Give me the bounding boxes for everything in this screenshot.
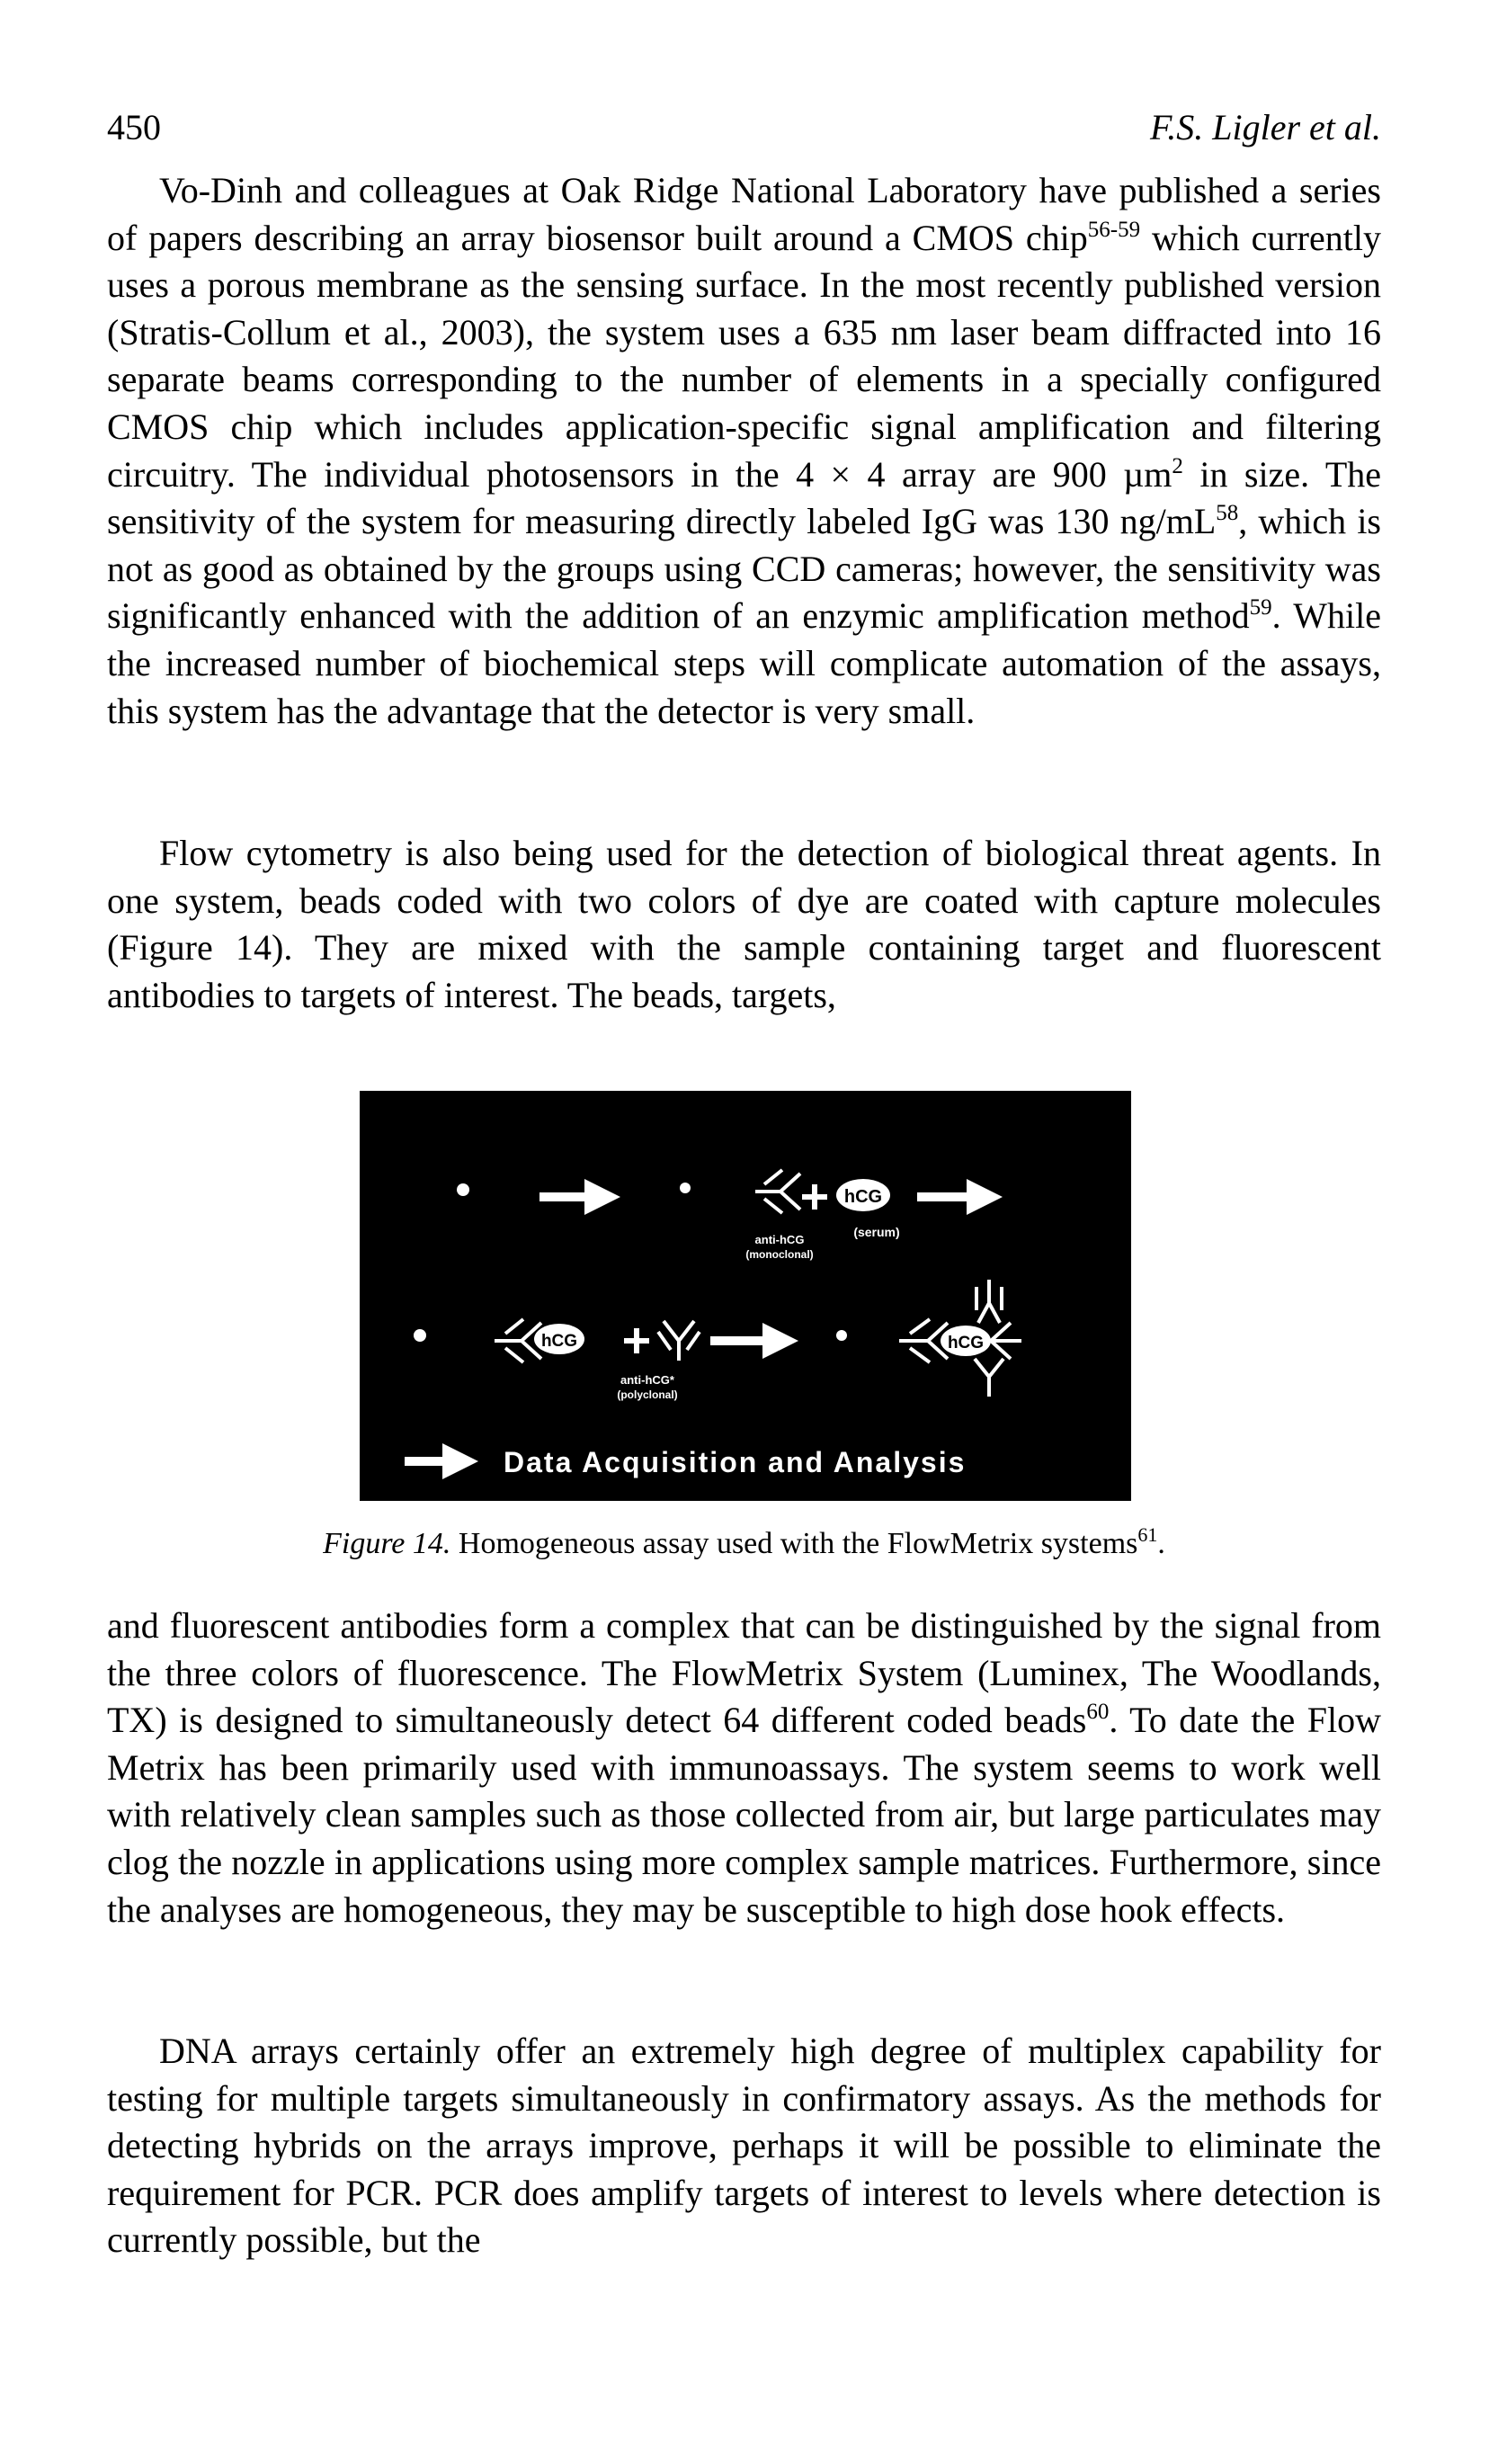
- hcg-label: hCG: [541, 1332, 577, 1351]
- hcg-antigen-icon: hCG: [836, 1179, 890, 1211]
- hcg-antigen-icon: hCG: [941, 1326, 991, 1356]
- citation-ref: 58: [1216, 501, 1239, 526]
- hcg-antigen-icon: hCG: [534, 1324, 584, 1354]
- citation-ref: 61: [1137, 1523, 1158, 1546]
- paragraph-text: and fluorescent antibodies form a comple…: [107, 1605, 1381, 1741]
- paragraph-text: in size. The sensitivity of the system f…: [107, 453, 1382, 542]
- citation-ref: 60: [1086, 1700, 1110, 1725]
- label-polyclonal: (polyclonal): [617, 1388, 677, 1401]
- label-monoclonal: (monoclonal): [745, 1248, 813, 1261]
- plus-icon: [624, 1328, 649, 1353]
- label-serum: (serum): [853, 1225, 899, 1239]
- paragraph-text: . While the increased number of biochemi…: [107, 595, 1381, 731]
- citation-ref: 59: [1249, 595, 1272, 620]
- body-paragraph: Flow cytometry is also being used for th…: [107, 830, 1381, 1019]
- antibody-icon: [973, 1280, 1021, 1397]
- label-anti-hcg: anti-hCG: [755, 1233, 805, 1246]
- antibody-icon: [656, 1319, 701, 1361]
- figure-14-image: hCG anti-hCG (monoclonal) (serum) hCG hC…: [360, 1091, 1131, 1501]
- bead-icon: [680, 1183, 691, 1193]
- body-paragraph: Vo-Dinh and colleagues at Oak Ridge Nati…: [107, 167, 1381, 735]
- antibody-icon: [755, 1168, 802, 1215]
- paragraph-text: . To date the Flow Metrix has been prima…: [107, 1700, 1382, 1930]
- caption-text: .: [1157, 1527, 1165, 1560]
- figure-footer-label: Data Acquisition and Analysis: [504, 1446, 966, 1478]
- figure-caption: Figure 14. Homogeneous assay used with t…: [107, 1522, 1381, 1566]
- paragraph-text: DNA arrays certainly offer an extremely …: [107, 2031, 1381, 2261]
- paragraph-text: Vo-Dinh and colleagues at Oak Ridge Nati…: [107, 170, 1381, 258]
- figure-label: Figure 14.: [323, 1527, 451, 1560]
- running-head: 450 F.S. Ligler et al.: [107, 101, 1381, 155]
- paragraph-text: , which is not as good as obtained by th…: [107, 501, 1381, 637]
- hcg-label: hCG: [948, 1334, 984, 1353]
- paragraph-text: Flow cytometry is also being used for th…: [107, 833, 1381, 1015]
- antibody-icon: [495, 1317, 543, 1364]
- antibody-icon: [899, 1317, 950, 1364]
- bead-icon: [414, 1329, 426, 1342]
- superscript: 2: [1172, 453, 1183, 478]
- label-anti-hcg-polyclonal: anti-hCG*: [620, 1373, 675, 1387]
- body-paragraph: DNA arrays certainly offer an extremely …: [107, 2028, 1381, 2264]
- citation-ref: 56-59: [1087, 217, 1141, 242]
- caption-text: Homogeneous assay used with the FlowMetr…: [450, 1527, 1138, 1560]
- running-head-authors: F.S. Ligler et al.: [1149, 107, 1381, 147]
- plus-icon: [802, 1184, 827, 1210]
- body-paragraph: and fluorescent antibodies form a comple…: [107, 1602, 1381, 1933]
- bead-icon: [457, 1183, 469, 1196]
- paragraph-text: which currently uses a porous membrane a…: [107, 217, 1381, 495]
- hcg-label: hCG: [844, 1187, 882, 1207]
- page-number: 450: [107, 107, 161, 147]
- bead-icon: [836, 1330, 847, 1341]
